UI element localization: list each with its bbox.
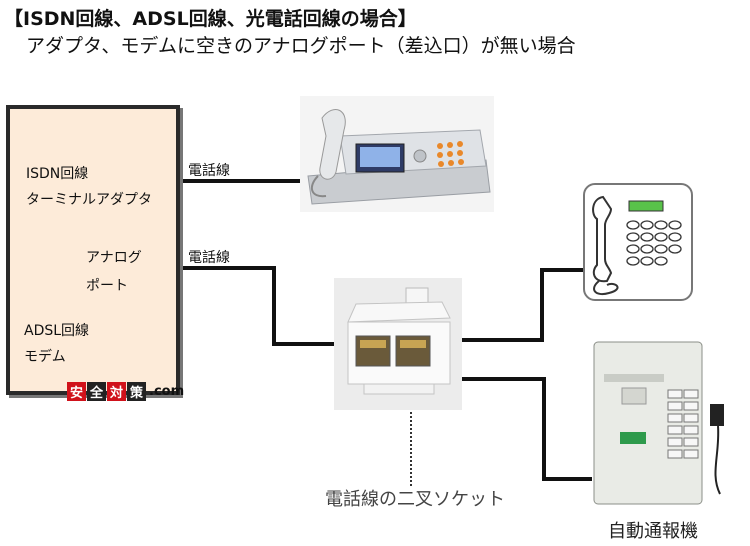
logo-char: 対 (107, 382, 126, 401)
fax-machine-image (300, 96, 494, 212)
logo-char: 策 (127, 382, 146, 401)
wire-to-fax (176, 179, 302, 183)
title-line-2: アダプタ、モデムに空きのアナログポート（差込口）が無い場合 (26, 35, 576, 57)
wire-label-top: 電話線 (188, 163, 230, 179)
wire-to-socket-v (272, 266, 276, 346)
wire-to-socket-h1 (176, 266, 274, 270)
wire-label-bottom: 電話線 (188, 250, 230, 266)
wire-socket-to-alarm-h (462, 377, 546, 381)
fax-icon (300, 96, 494, 212)
socket-icon (334, 278, 462, 410)
alarm-device-icon (593, 341, 724, 505)
isdn-label-1: ISDN回線 (26, 166, 89, 182)
wire-socket-to-phone-h2 (540, 268, 586, 272)
logo-char: 安 (67, 382, 86, 401)
wire-to-socket-h2 (272, 342, 334, 346)
adapter-modem-box: ISDN回線 ターミナルアダプタ アナログ ポート ADSL回線 モデム (6, 105, 180, 395)
auto-alarm-image (592, 334, 740, 510)
title-line-1: 【ISDN回線、ADSL回線、光電話回線の場合】 (4, 8, 417, 30)
telephone-icon (592, 195, 682, 295)
auto-alarm-caption: 自動通報機 (608, 521, 698, 542)
wire-socket-to-phone-v (540, 268, 544, 342)
isdn-label-2: ターミナルアダプタ (26, 192, 152, 208)
two-way-socket-image (334, 278, 462, 410)
telephone-image (583, 183, 693, 301)
anzen-taisaku-logo: 安 全 対 策 .com (67, 382, 184, 401)
adsl-label-2: モデム (24, 349, 66, 365)
socket-leader-line (410, 412, 412, 486)
wire-socket-to-alarm-h2 (542, 477, 592, 481)
wire-socket-to-phone-h (462, 338, 542, 342)
logo-char: 全 (87, 382, 106, 401)
analog-port-label-1: アナログ (86, 250, 142, 266)
adsl-label-1: ADSL回線 (24, 323, 90, 339)
analog-port-label-2: ポート (86, 278, 128, 294)
logo-domain: .com (149, 384, 185, 399)
socket-caption: 電話線の二叉ソケット (325, 489, 505, 510)
wire-socket-to-alarm-v (542, 377, 546, 481)
